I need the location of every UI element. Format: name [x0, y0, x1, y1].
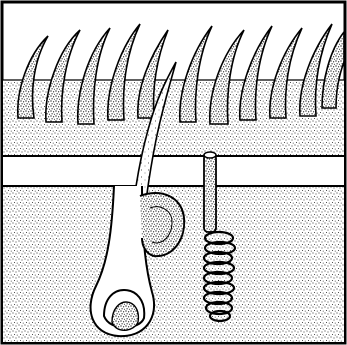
sweat-pore-icon [204, 152, 216, 158]
sweat-duct-icon [204, 154, 216, 232]
layer-gap [3, 156, 344, 186]
